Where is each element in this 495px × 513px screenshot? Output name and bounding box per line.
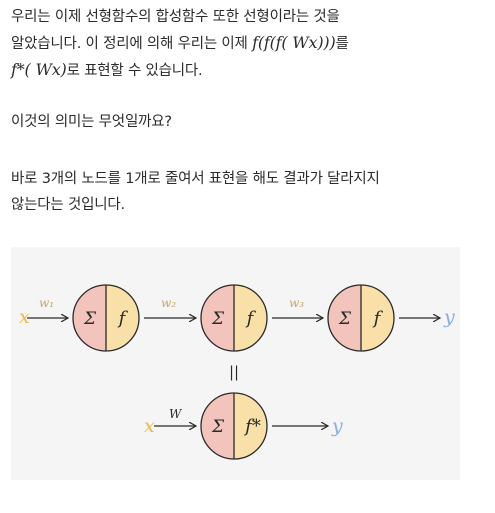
paragraph-line: 바로 3개의 노드를 1개로 줄여서 표현을 해도 결과가 달라지지 — [11, 171, 380, 187]
activation-symbol: f* — [243, 416, 261, 437]
paragraph-line: f*( Wx)로 표현할 수 있습니다. — [11, 57, 349, 84]
neuron-node: Σ f — [72, 284, 140, 352]
activation-half — [234, 285, 267, 351]
weight-label: W — [169, 407, 183, 421]
paragraph-intro: 우리는 이제 선형함수의 합성함수 또한 선형이라는 것을 알았습니다. 이 정… — [11, 4, 349, 84]
input-label: x — [19, 306, 30, 328]
paragraph-question: 이것의 의미는 무엇일까요? — [11, 114, 172, 130]
input-label: x — [144, 415, 155, 437]
sum-half — [73, 285, 106, 351]
network-diagram: x w₁ w₂ w₃ y Σ f Σ f Σ — [11, 247, 460, 480]
weight-label: w₁ — [39, 296, 54, 310]
sum-symbol: Σ — [338, 309, 352, 329]
single-function-formula: f*( Wx) — [11, 60, 67, 79]
composite-function-formula: f(f(f( Wx))) — [252, 33, 336, 52]
paragraph-text: 알았습니다. 이 정리에 의해 우리는 이제 — [11, 36, 248, 52]
sum-symbol: Σ — [211, 417, 225, 437]
weight-label: w₂ — [161, 296, 176, 310]
output-label: y — [443, 306, 455, 328]
sum-half — [201, 285, 234, 351]
activation-half — [234, 393, 267, 459]
paragraph-answer: 바로 3개의 노드를 1개로 줄여서 표현을 해도 결과가 달라지지 않는다는 … — [11, 166, 380, 218]
sum-symbol: Σ — [211, 309, 225, 329]
activation-half — [361, 285, 394, 351]
combined-neuron-node: Σ f* — [200, 392, 268, 460]
neuron-node: Σ f — [327, 284, 395, 352]
sum-half — [201, 393, 234, 459]
weight-label: w₃ — [289, 296, 304, 310]
paragraph-text: 로 표현할 수 있습니다. — [66, 63, 203, 79]
network-diagram-svg: x w₁ w₂ w₃ y Σ f Σ f Σ — [19, 284, 455, 460]
paragraph-line: 알았습니다. 이 정리에 의해 우리는 이제 f(f(f( Wx)))를 — [11, 30, 349, 57]
sum-symbol: Σ — [83, 309, 97, 329]
activation-half — [106, 285, 139, 351]
paragraph-text: 를 — [335, 36, 349, 52]
paragraph-line: 우리는 이제 선형함수의 합성함수 또한 선형이라는 것을 — [11, 9, 340, 25]
output-label: y — [331, 415, 343, 437]
paragraph-line: 않는다는 것입니다. — [11, 197, 125, 213]
equivalence-symbol: || — [229, 363, 239, 381]
neuron-node: Σ f — [200, 284, 268, 352]
sum-half — [328, 285, 361, 351]
